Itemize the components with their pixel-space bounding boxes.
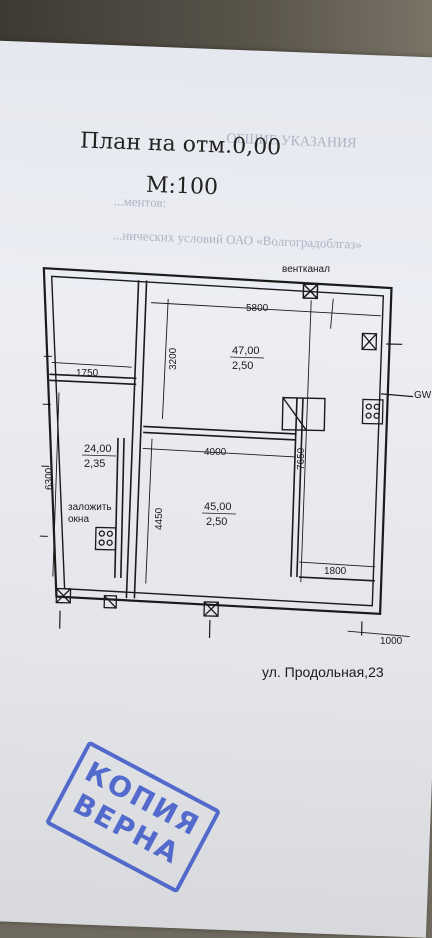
- stove-left: [95, 527, 115, 549]
- dim-4000: 4000: [204, 447, 227, 458]
- label-ventkanal: вентканал: [282, 264, 330, 275]
- dim-7650: 7650: [296, 447, 307, 470]
- note-close-windows-2: окна: [68, 514, 89, 525]
- dim-5800: 5800: [246, 303, 269, 314]
- dim-1000: 1000: [380, 636, 403, 647]
- address-label: ул. Продольная,23: [262, 664, 384, 680]
- dim-3200: 3200: [168, 347, 179, 370]
- label-gw: GW: [414, 390, 432, 401]
- room-a-area: 47,00: [232, 345, 260, 357]
- dim-1750: 1750: [76, 368, 99, 379]
- outer-walls: [36, 268, 392, 614]
- room-a-height: 2,50: [232, 360, 253, 372]
- dim-1800: 1800: [324, 566, 347, 577]
- note-close-windows-1: заложить: [68, 502, 112, 513]
- dim-6300: 6300: [44, 467, 55, 490]
- room-c-area: 45,00: [204, 501, 232, 513]
- room-b-height: 2,35: [84, 458, 105, 470]
- room-c-height: 2,50: [206, 516, 227, 528]
- room-b-area: 24,00: [84, 443, 112, 455]
- dim-4450: 4450: [154, 507, 165, 530]
- floor-plan: вентканал 5800 3200 1750 4000 6300 4450 …: [0, 0, 432, 900]
